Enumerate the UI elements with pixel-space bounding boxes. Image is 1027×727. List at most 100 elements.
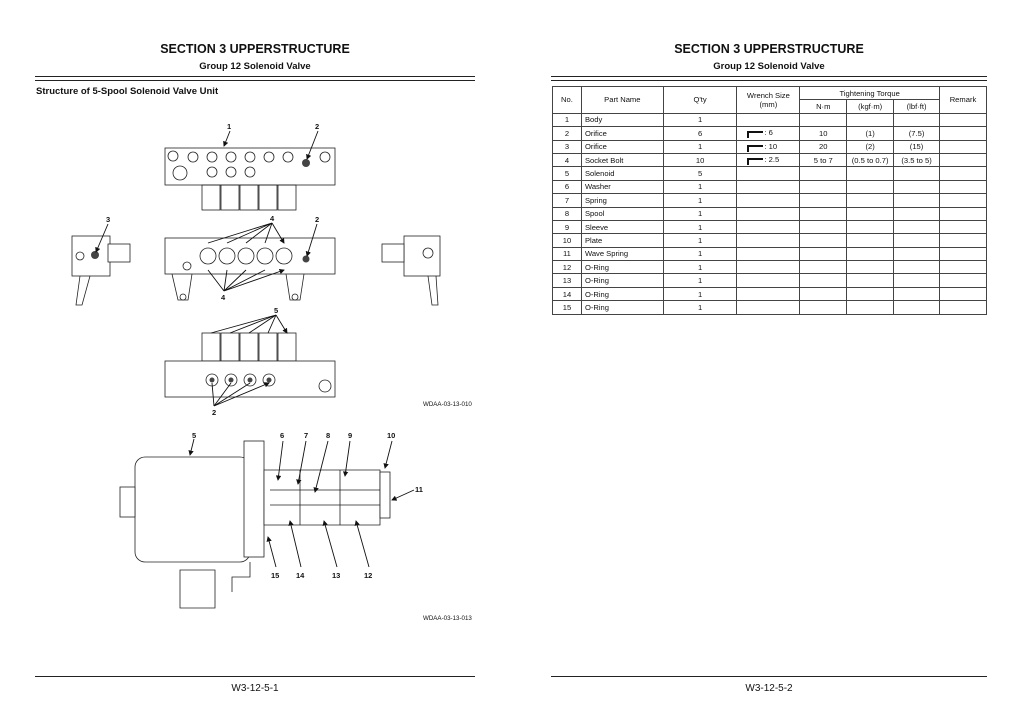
header-remark: Remark <box>939 86 987 114</box>
cell-lbfft <box>893 166 941 181</box>
cell-qty: 1 <box>662 233 738 248</box>
cell-remark <box>939 152 987 168</box>
cell-kgfm <box>846 112 895 128</box>
cell-kgfm <box>846 206 895 221</box>
cell-qty: 1 <box>662 219 738 235</box>
cell-remark <box>939 126 987 141</box>
cell-no: 15 <box>552 300 582 315</box>
cell-lbfft <box>893 286 941 302</box>
cell-remark <box>939 193 987 208</box>
cell-name: Wave Spring <box>580 246 664 262</box>
cell-name: Spring <box>580 193 664 208</box>
cell-remark <box>939 179 987 195</box>
header-qty: Q'ty <box>662 86 738 114</box>
cell-lbfft: (3.5 to 5) <box>893 152 941 168</box>
cell-kgfm <box>846 273 895 288</box>
cell-nm <box>799 219 848 235</box>
cell-wrench: : 10 <box>736 139 801 154</box>
hex-wrench-icon <box>747 158 764 166</box>
cell-name: O-Ring <box>580 286 664 302</box>
top-view-drawing <box>164 147 336 211</box>
cell-remark <box>939 260 987 275</box>
cell-no: 8 <box>552 206 582 221</box>
cell-remark <box>939 219 987 235</box>
cell-wrench <box>736 219 801 235</box>
cell-qty: 1 <box>662 193 738 208</box>
cell-qty: 1 <box>662 260 738 275</box>
header-lbfft: (lbf·ft) <box>893 99 941 114</box>
cell-lbfft <box>893 193 941 208</box>
header-part-name: Part Name <box>580 86 664 114</box>
cell-nm <box>799 206 848 221</box>
cell-no: 1 <box>552 112 582 128</box>
cell-remark <box>939 246 987 262</box>
callout-15: 15 <box>271 571 279 580</box>
cell-kgfm <box>846 219 895 235</box>
cell-nm <box>799 193 848 208</box>
section-title-left: SECTION 3 UPPERSTRUCTURE <box>160 42 350 56</box>
cell-no: 5 <box>552 166 582 181</box>
hex-wrench-icon <box>747 144 764 152</box>
cell-lbfft: (15) <box>893 139 941 154</box>
header-tightening-torque: Tightening Torque <box>799 85 941 101</box>
wrench-size: : 6 <box>764 128 773 138</box>
callout-6: 6 <box>280 431 284 440</box>
header-no: No. <box>552 86 582 114</box>
front-view-drawing <box>71 235 441 306</box>
hex-wrench-icon <box>747 131 764 139</box>
cell-remark <box>939 233 987 248</box>
cell-name: Plate <box>580 233 664 248</box>
cell-kgfm <box>846 246 895 262</box>
cell-wrench <box>736 206 801 221</box>
cell-wrench <box>736 246 801 262</box>
cell-name: Washer <box>580 179 664 195</box>
cell-nm: 5 to 7 <box>799 152 848 168</box>
cell-no: 7 <box>552 193 582 208</box>
callout-7: 7 <box>304 431 308 440</box>
callout-11: 11 <box>415 485 423 494</box>
cell-lbfft <box>893 273 941 288</box>
cell-remark <box>939 112 987 128</box>
cell-wrench <box>736 273 801 288</box>
bottom-view-drawing <box>164 332 336 398</box>
cell-wrench <box>736 300 801 315</box>
cell-remark <box>939 206 987 221</box>
callout-2: 2 <box>315 122 319 131</box>
cell-no: 6 <box>552 179 582 195</box>
cell-kgfm <box>846 300 895 315</box>
header-divider-right <box>551 76 987 81</box>
wrench-size: : 10 <box>764 141 778 151</box>
cell-name: Body <box>580 112 664 128</box>
cell-lbfft <box>893 219 941 235</box>
cell-nm <box>799 112 848 128</box>
cell-qty: 1 <box>662 139 738 154</box>
cell-kgfm <box>846 166 895 181</box>
cell-kgfm <box>846 179 895 195</box>
cell-lbfft <box>893 112 941 128</box>
cell-qty: 5 <box>662 166 738 181</box>
solenoid-valve-diagram: 1 2 3 4 2 4 5 2 WDAA-03-13-010 5 6 7 8 9… <box>71 122 472 622</box>
cell-qty: 1 <box>662 273 738 288</box>
cell-qty: 1 <box>662 300 738 315</box>
cell-lbfft <box>893 300 941 315</box>
cell-name: O-Ring <box>580 260 664 275</box>
footer-divider-right <box>551 676 987 677</box>
cell-name: O-Ring <box>580 300 664 315</box>
parts-table: No. Part Name Q'ty Wrench Size (mm) Tigh… <box>552 85 987 315</box>
group-title-right: Group 12 Solenoid Valve <box>713 61 825 72</box>
callout-2: 2 <box>212 408 216 417</box>
cell-nm: 20 <box>799 139 848 154</box>
cell-remark <box>939 273 987 288</box>
cell-kgfm: (2) <box>846 139 895 154</box>
cell-name: Socket Bolt <box>580 152 664 168</box>
cell-lbfft <box>893 233 941 248</box>
